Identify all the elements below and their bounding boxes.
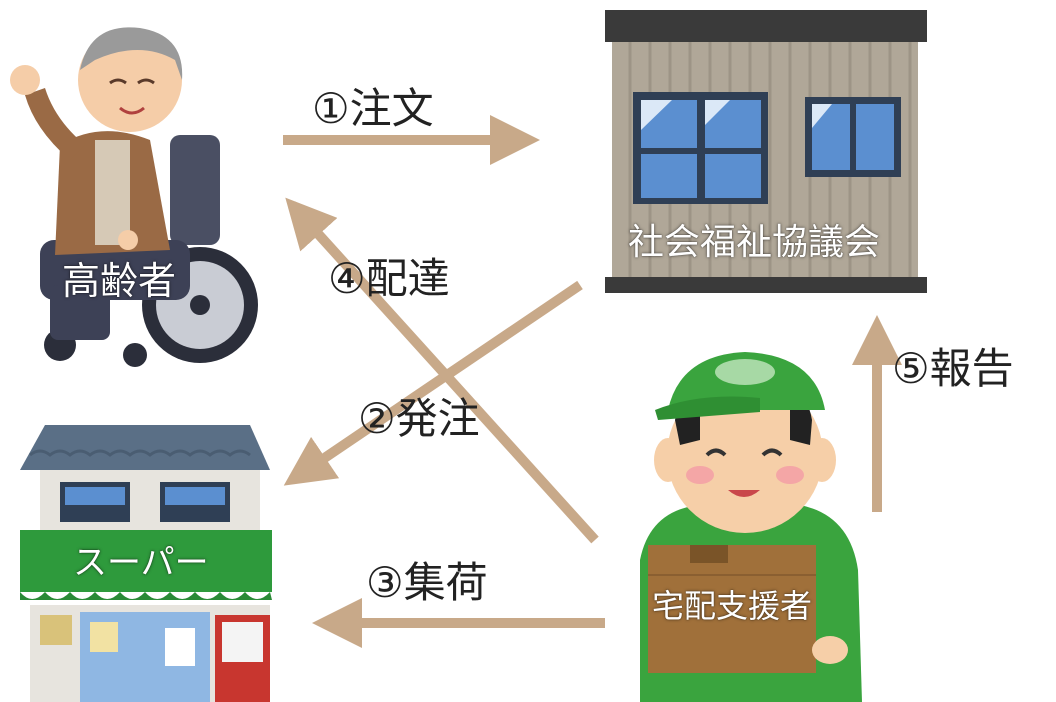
step-order-label: ①注文 [312, 84, 434, 133]
supermarket-label: スーパー [73, 543, 209, 583]
arrow-delivery [285, 197, 599, 544]
elderly-label: 高齢者 [62, 259, 177, 303]
arrow-place-order [283, 280, 583, 486]
supermarket-illustration [20, 425, 272, 702]
flow-arrows [283, 115, 902, 648]
step-place-order-label: ②発注 [358, 394, 480, 443]
elderly-wheelchair-illustration [10, 27, 258, 367]
step-report-label: ⑤報告 [892, 344, 1014, 393]
step-delivery-label: ④配達 [328, 254, 450, 303]
council-building-illustration [605, 10, 927, 293]
courier-illustration [640, 352, 862, 702]
council-label: 社会福祉協議会 [628, 222, 881, 263]
step-pickup-label: ③集荷 [366, 558, 488, 607]
courier-label: 宅配支援者 [652, 587, 813, 625]
